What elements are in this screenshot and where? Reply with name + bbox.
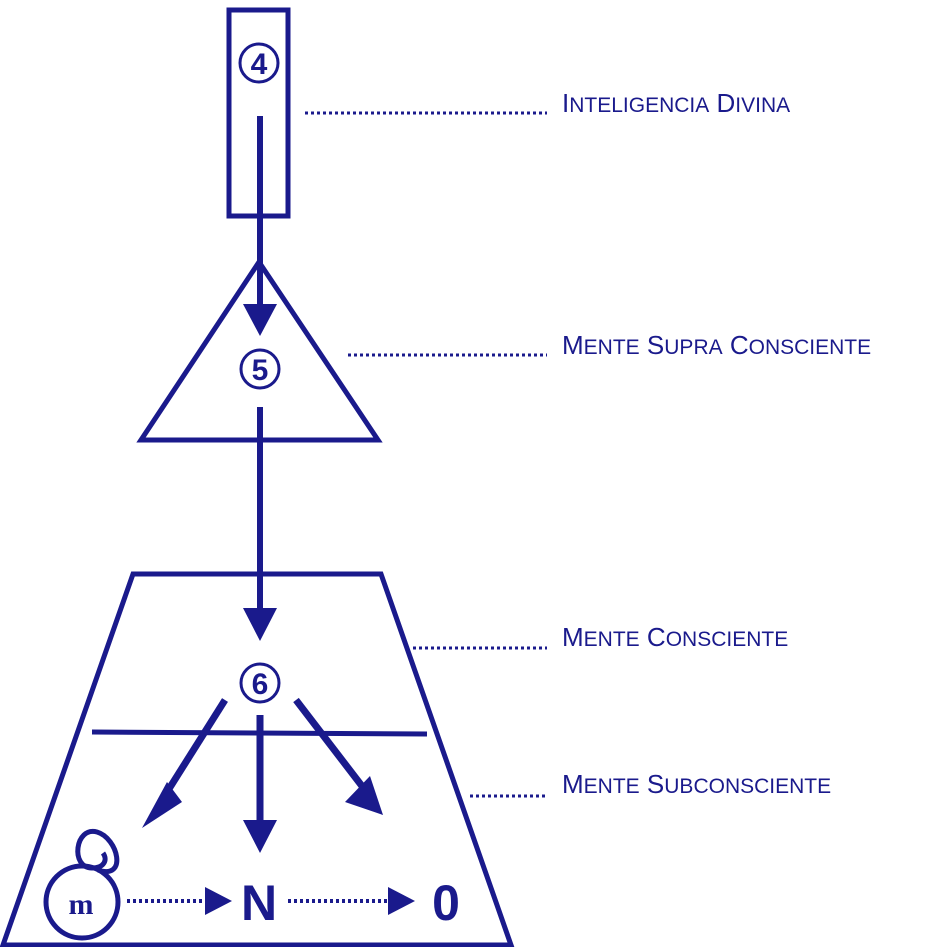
arrow-4-to-5-head [243, 304, 277, 336]
node-N-label: N [241, 875, 277, 931]
arrow-6-left-head [142, 782, 182, 828]
label-mente-supra-consciente: MENTE SUPRA CONSCIENTE [562, 330, 871, 360]
arrow-6-left-shaft [159, 698, 228, 802]
node-5-circle [239, 348, 281, 390]
node-0-label: 0 [432, 875, 460, 931]
label-mente-consciente: MENTE CONSCIENTE [562, 622, 788, 652]
label-mente-subconsciente: MENTE SUBCONSCIENTE [562, 769, 831, 799]
node-4-label: 4 [251, 48, 268, 81]
dotted-arrow-m-to-N-head [205, 887, 232, 915]
node-5-label: 5 [252, 354, 269, 387]
mind-trapezoid [0, 571, 515, 947]
node-m-label: m [69, 888, 94, 921]
node-4-circle [238, 42, 280, 84]
node-6-label: 6 [252, 668, 269, 701]
arrow-6-right-head [345, 776, 383, 815]
node-6-circle [239, 662, 281, 704]
label-inteligencia-divina: INTELIGENCIA DIVINA [562, 88, 790, 118]
arrow-5-to-6-head [243, 608, 277, 641]
dotted-arrow-N-to-0-head [388, 887, 415, 915]
arrow-6-down-head [243, 820, 277, 853]
arrow-6-right-shaft [293, 697, 368, 793]
node-m-curl [75, 829, 120, 874]
